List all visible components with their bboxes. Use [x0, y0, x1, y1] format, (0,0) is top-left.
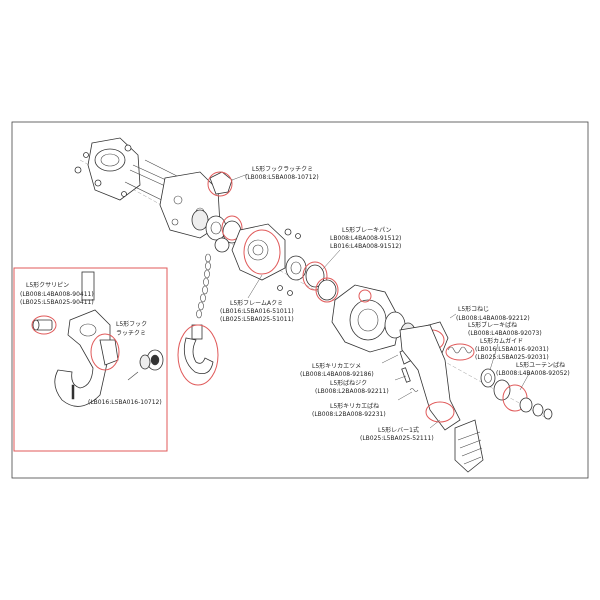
label-inset-hook-name1: L5形フック	[116, 320, 147, 328]
label-frame-a-code1: (LB016:L5BA016-51011)	[220, 308, 294, 315]
label-brake-pan-code2: LB016:L4BA008-91512)	[330, 243, 401, 250]
bolt-left-2	[83, 152, 89, 158]
label-uten-spring-code: (LB008:L4BA008-92052)	[496, 370, 570, 377]
inset-pin	[31, 315, 57, 335]
label-kiri-claw-name: L5形キリカエツメ	[312, 362, 361, 370]
label-spring-shaft-name: L5形ばねジク	[330, 379, 367, 387]
leader-spring-shaft	[394, 375, 407, 381]
hook-inset-box	[13, 267, 168, 452]
leader-hook-latch	[231, 173, 249, 181]
label-inset-hook-name2: ラッチクミ	[116, 330, 146, 337]
label-kiri-spring-code: (LB008:L2BA008-92231)	[312, 411, 386, 418]
label-hook-chain-code1: (LB008:L4BA008-90411)	[20, 291, 94, 298]
label-brake-pan-code1: LB008:L4BA008-91512)	[330, 235, 401, 242]
leader-brake-pan	[321, 249, 341, 271]
label-frame-a-name: L5形フレームAクミ	[230, 299, 283, 307]
label-frame-a: L5形フレームAクミ (LB016:L5BA016-51011) (LB025:…	[220, 299, 294, 323]
label-brake-pan: L5形ブレーキパン LB008:L4BA008-91512) LB016:L4B…	[330, 226, 401, 250]
sprocket-group	[191, 209, 243, 253]
nut-4	[287, 290, 293, 296]
label-screw-code: (LB008:L4BA008-92212)	[456, 315, 530, 322]
diagram-frame	[11, 121, 589, 479]
nut-3	[277, 285, 283, 291]
leader-screw	[449, 313, 457, 319]
leader-uten	[519, 371, 531, 391]
inset-pin-small	[127, 371, 139, 381]
label-cam-guide-code2: (LB025:L5BA025-92031)	[475, 354, 549, 361]
bolt-left-3	[121, 191, 127, 197]
leader-frame-a	[247, 274, 263, 299]
label-brake-pan-name: L5形ブレーキパン	[342, 226, 391, 234]
label-hook-latch-code: (LB008:L5BA008-10712)	[245, 174, 319, 181]
bolt-left-1	[74, 166, 82, 174]
label-screw: L5形コねじ (LB008:L4BA008-92212)	[456, 305, 530, 322]
label-kiri-spring-name: L5形キリカエばね	[330, 402, 379, 410]
load-chain	[196, 253, 211, 319]
bottom-hook	[177, 324, 219, 386]
inset-hook	[54, 271, 120, 407]
label-frame-a-code2: (LB025:L5BA025-51011)	[220, 316, 294, 323]
leader-kiri	[381, 354, 399, 364]
label-inset-hook: L5形フック ラッチクミ (LB016:L5BA016-10712)	[88, 320, 162, 406]
label-kiri-claw-code: (LB008:L4BA008-92186)	[300, 371, 374, 378]
label-hook-latch: L5形フックラッチクミ (LB008:L5BA008-10712)	[245, 165, 319, 181]
brake-discs	[285, 255, 339, 303]
label-brake-spring: L5形ブレーキばね (LB008:L4BA008-92073)	[468, 321, 542, 337]
label-inset-hook-code: (LB016:L5BA016-10712)	[88, 399, 162, 406]
label-lever: L5形レバー1式 (LB025:L5BA025-52111)	[360, 426, 434, 442]
inset-roller	[139, 349, 164, 371]
nut-1	[284, 228, 292, 236]
leader-lever	[429, 419, 441, 429]
brake-spring	[445, 343, 475, 361]
label-kiri-claw: L5形キリカエツメ (LB008:L4BA008-92186)	[300, 362, 374, 378]
label-uten-spring-name: L5形ユーテンばね	[516, 361, 565, 369]
label-hook-latch-name: L5形フックラッチクミ	[252, 165, 313, 173]
hook-latch-top	[207, 171, 233, 197]
hand-lever	[399, 324, 484, 473]
right-washers	[480, 368, 553, 420]
label-brake-spring-name: L5形ブレーキばね	[468, 321, 517, 329]
label-lever-code: (LB025:L5BA025-52111)	[360, 435, 434, 442]
leader-cam-guide	[489, 343, 499, 371]
label-kiri-spring: L5形キリカエばね (LB008:L2BA008-92231)	[312, 402, 386, 418]
label-hook-chain: L5形クサリピン (LB008:L4BA008-90411) (LB025:L5…	[20, 281, 94, 306]
hoist-body	[331, 284, 401, 353]
label-hook-chain-name: L5形クサリピン	[26, 281, 69, 289]
end-plate	[87, 137, 141, 201]
label-lever-name: L5形レバー1式	[378, 426, 419, 434]
frame-a-plate	[231, 223, 286, 281]
label-spring-shaft: L5形ばねジク (LB008:L2BA008-92211)	[315, 379, 389, 395]
label-brake-spring-code: (LB008:L4BA008-92073)	[468, 330, 542, 337]
label-screw-name: L5形コねじ	[458, 305, 489, 313]
label-cam-guide-code1: (LB016:L5BA016-92031)	[475, 346, 549, 353]
label-cam-guide: L5形カムガイド (LB016:L5BA016-92031) (LB025:L5…	[475, 337, 549, 361]
leader-kiri-spring	[397, 391, 413, 401]
label-cam-guide-name: L5形カムガイド	[480, 337, 523, 345]
nut-2	[295, 233, 301, 239]
label-hook-chain-code2: (LB025:L5BA025-90411)	[20, 299, 94, 306]
label-spring-shaft-code: (LB008:L2BA008-92211)	[315, 388, 389, 395]
assembly-axis	[79, 159, 551, 421]
label-uten-spring: L5形ユーテンばね (LB008:L4BA008-92052)	[496, 361, 570, 377]
